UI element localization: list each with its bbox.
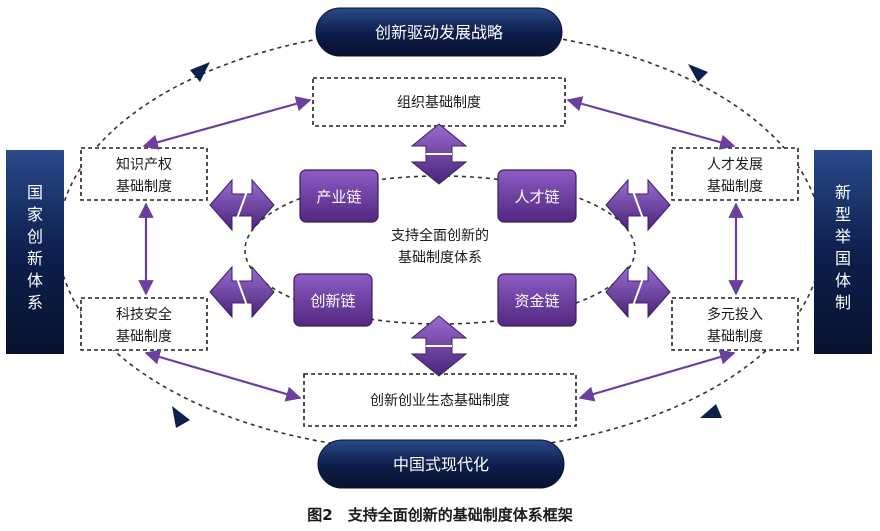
arrow-org-talent (566, 96, 736, 150)
left-pillar: 国家创新体系 (6, 150, 64, 354)
cycle-arrow-bottom-right (700, 404, 722, 418)
center-label-line2: 基础制度体系 (398, 249, 482, 266)
fat-arrow-top (410, 123, 468, 185)
box-ip-line1: 知识产权 (116, 156, 172, 173)
arrow-tech-eco (144, 349, 302, 402)
fat-arrow-left-top (209, 178, 275, 232)
bottom-banner-label: 中国式现代化 (393, 455, 489, 474)
chain-talent: 人才链 (497, 169, 577, 223)
top-banner: 创新驱动发展战略 (315, 7, 563, 57)
right-pillar-label: 新型举国体制 (835, 183, 851, 312)
box-invest-line2: 基础制度 (707, 328, 763, 345)
right-pillar: 新型举国体制 (814, 150, 872, 354)
box-invest-line1: 多元投入 (707, 306, 763, 323)
cycle-arrow-top-left (190, 62, 210, 82)
left-pillar-label: 国家创新体系 (27, 183, 43, 312)
chain-innovation-label: 创新链 (310, 292, 355, 310)
arrow-ip-org (142, 96, 312, 150)
box-talent-line2: 基础制度 (707, 178, 763, 195)
box-tech-line2: 基础制度 (116, 328, 172, 345)
box-ip-line2: 基础制度 (116, 178, 172, 195)
chain-capital: 资金链 (497, 273, 577, 327)
fat-arrow-bottom (410, 315, 468, 377)
chain-talent-label: 人才链 (514, 188, 559, 206)
fat-arrow-right-top (605, 178, 671, 232)
box-org: 组织基础制度 (312, 77, 566, 127)
center-label-line1: 支持全面创新的 (391, 227, 489, 244)
chain-industry-label: 产业链 (316, 188, 361, 206)
box-talent: 人才发展 基础制度 (671, 147, 799, 201)
chain-industry: 产业链 (299, 169, 379, 223)
chain-innovation: 创新链 (293, 273, 373, 327)
box-eco: 创新创业生态基础制度 (303, 373, 577, 427)
box-ip: 知识产权 基础制度 (80, 147, 208, 201)
bottom-banner: 中国式现代化 (317, 439, 565, 489)
box-eco-label: 创新创业生态基础制度 (370, 392, 510, 409)
box-talent-line1: 人才发展 (707, 157, 763, 173)
fat-arrow-left-bottom (209, 265, 275, 319)
arrow-eco-invest (578, 349, 736, 402)
box-invest: 多元投入 基础制度 (671, 297, 799, 351)
fat-arrow-right-bottom (605, 265, 671, 319)
figure-caption: 图2 支持全面创新的基础制度体系框架 (307, 506, 572, 524)
chain-capital-label: 资金链 (514, 292, 559, 310)
box-tech-line1: 科技安全 (116, 306, 172, 323)
top-banner-label: 创新驱动发展战略 (375, 23, 503, 42)
cycle-arrow-bottom-left (172, 406, 190, 428)
box-org-label: 组织基础制度 (397, 94, 481, 111)
cycle-arrow-top-right (688, 64, 708, 82)
box-tech: 科技安全 基础制度 (80, 297, 208, 351)
